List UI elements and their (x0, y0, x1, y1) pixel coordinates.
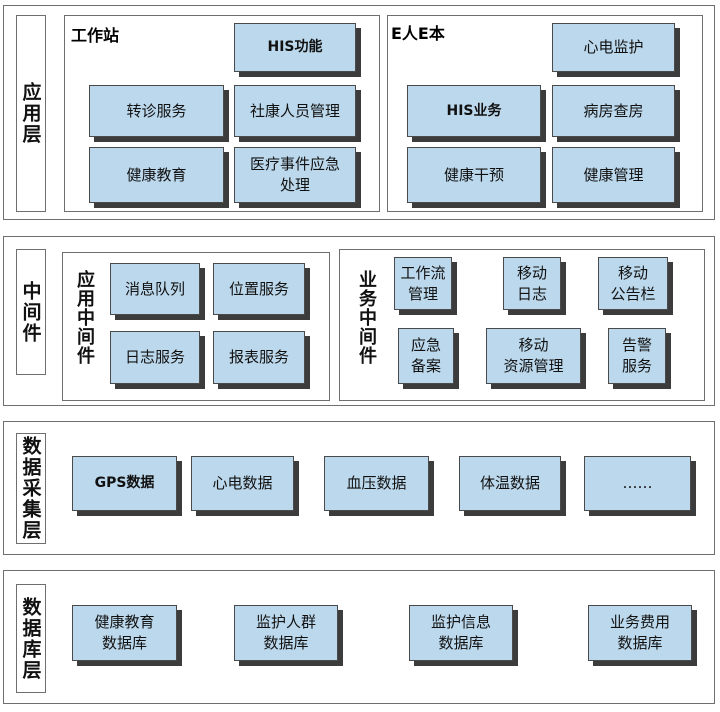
location-service-box: 位置服务 (213, 263, 305, 315)
ecg-data-box: 心电数据 (191, 456, 294, 511)
monitoring-info-db-box: 监护信息 数据库 (409, 605, 513, 661)
data-collection-layer-title: 数据采集层 (19, 436, 42, 541)
e-book-title: E人E本 (391, 24, 445, 43)
health-intervention-box: 健康干预 (407, 147, 541, 203)
mobile-resource-mgmt-box: 移动 资源管理 (486, 328, 581, 384)
workflow-mgmt-box: 工作流 管理 (394, 257, 452, 310)
emergency-plan-box: 应急 备案 (398, 328, 454, 384)
medical-emergency-box: 医疗事件应急 处理 (234, 147, 356, 203)
database-layer: 数据库层 健康教育 数据库 监护人群 数据库 监护信息 数据库 业务费用 数据库 (3, 570, 715, 704)
business-cost-db-box: 业务费用 数据库 (588, 605, 692, 661)
temperature-data-box: 体温数据 (459, 456, 561, 511)
more-data-box: …… (584, 456, 691, 511)
health-management-box: 健康管理 (552, 147, 675, 203)
health-education-box: 健康教育 (89, 147, 224, 203)
database-layer-label: 数据库层 (16, 584, 46, 693)
monitored-population-db-box: 监护人群 数据库 (234, 605, 338, 661)
blood-pressure-data-box: 血压数据 (324, 456, 429, 511)
message-queue-box: 消息队列 (110, 263, 200, 315)
e-book-panel: E人E本 心电监护 HIS业务 病房查房 健康干预 健康管理 (387, 15, 703, 212)
data-collection-layer-label: 数据采集层 (16, 433, 46, 544)
log-service-box: 日志服务 (110, 331, 200, 384)
workstation-title: 工作站 (71, 26, 120, 45)
biz-middleware-title: 业务中间件 (356, 270, 377, 365)
application-layer-label: 应用层 (16, 15, 46, 212)
health-education-db-box: 健康教育 数据库 (72, 605, 177, 661)
gps-data-box: GPS数据 (72, 456, 177, 511)
alarm-service-box: 告警 服务 (608, 328, 666, 384)
database-layer-title: 数据库层 (19, 596, 42, 681)
his-function-box: HIS功能 (234, 23, 356, 72)
middleware-layer-title: 中间件 (19, 280, 42, 344)
ecg-monitoring-box: 心电监护 (552, 23, 675, 72)
mobile-log-box: 移动 日志 (503, 257, 561, 310)
biz-middleware-panel: 业务中间件 工作流 管理 移动 日志 移动 公告栏 应急 备案 移动 资源管理 … (339, 249, 705, 401)
referral-service-box: 转诊服务 (89, 85, 224, 137)
his-business-box: HIS业务 (407, 85, 541, 137)
workstation-panel: 工作站 HIS功能 转诊服务 社康人员管理 健康教育 医疗事件应急 处理 (64, 15, 380, 212)
ward-round-box: 病房查房 (552, 85, 675, 137)
report-service-box: 报表服务 (213, 331, 305, 384)
app-middleware-panel: 应用中间件 消息队列 位置服务 日志服务 报表服务 (62, 252, 330, 401)
application-layer-title: 应用层 (19, 82, 42, 145)
mobile-bulletin-box: 移动 公告栏 (598, 257, 668, 310)
data-collection-layer: 数据采集层 GPS数据 心电数据 血压数据 体温数据 …… (3, 421, 715, 555)
middleware-layer-label: 中间件 (16, 249, 46, 375)
application-layer: 应用层 工作站 HIS功能 转诊服务 社康人员管理 健康教育 医疗事件应急 处理… (3, 5, 715, 220)
community-staff-mgmt-box: 社康人员管理 (234, 85, 356, 137)
middleware-layer: 中间件 应用中间件 消息队列 位置服务 日志服务 报表服务 业务中间件 工作流 … (3, 236, 715, 406)
app-middleware-title: 应用中间件 (74, 270, 95, 365)
